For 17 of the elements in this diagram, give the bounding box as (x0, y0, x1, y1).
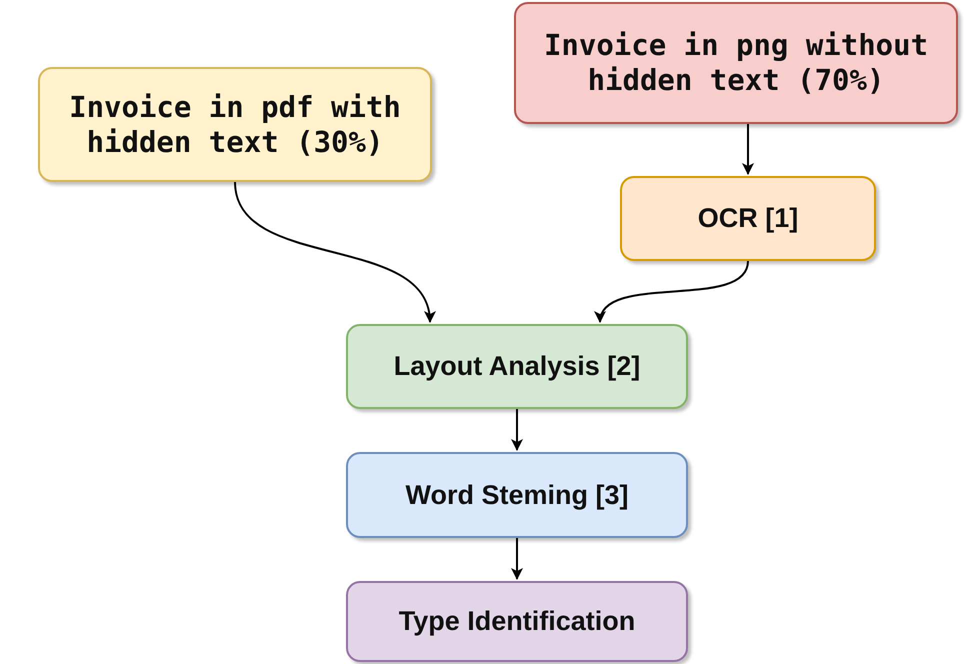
arrow (511, 409, 523, 451)
box-label: Invoice in png without hidden text (70%) (542, 28, 930, 98)
box-label: OCR [1] (698, 203, 798, 234)
arrow (597, 260, 749, 323)
process-box (346, 581, 688, 662)
box-label: Type Identification (398, 606, 636, 637)
box-label: Word Steming [3] (405, 480, 628, 510)
arrow (742, 124, 754, 175)
box-label: Invoice in pdf with hidden text (30%) (68, 90, 402, 160)
process-box (346, 452, 688, 538)
process-box (38, 67, 432, 182)
process-box (514, 2, 958, 124)
box-label: Layout Analysis [2] (394, 351, 640, 382)
process-box (346, 324, 688, 409)
arrow (511, 538, 523, 580)
arrow (234, 182, 434, 323)
process-box (620, 176, 876, 261)
